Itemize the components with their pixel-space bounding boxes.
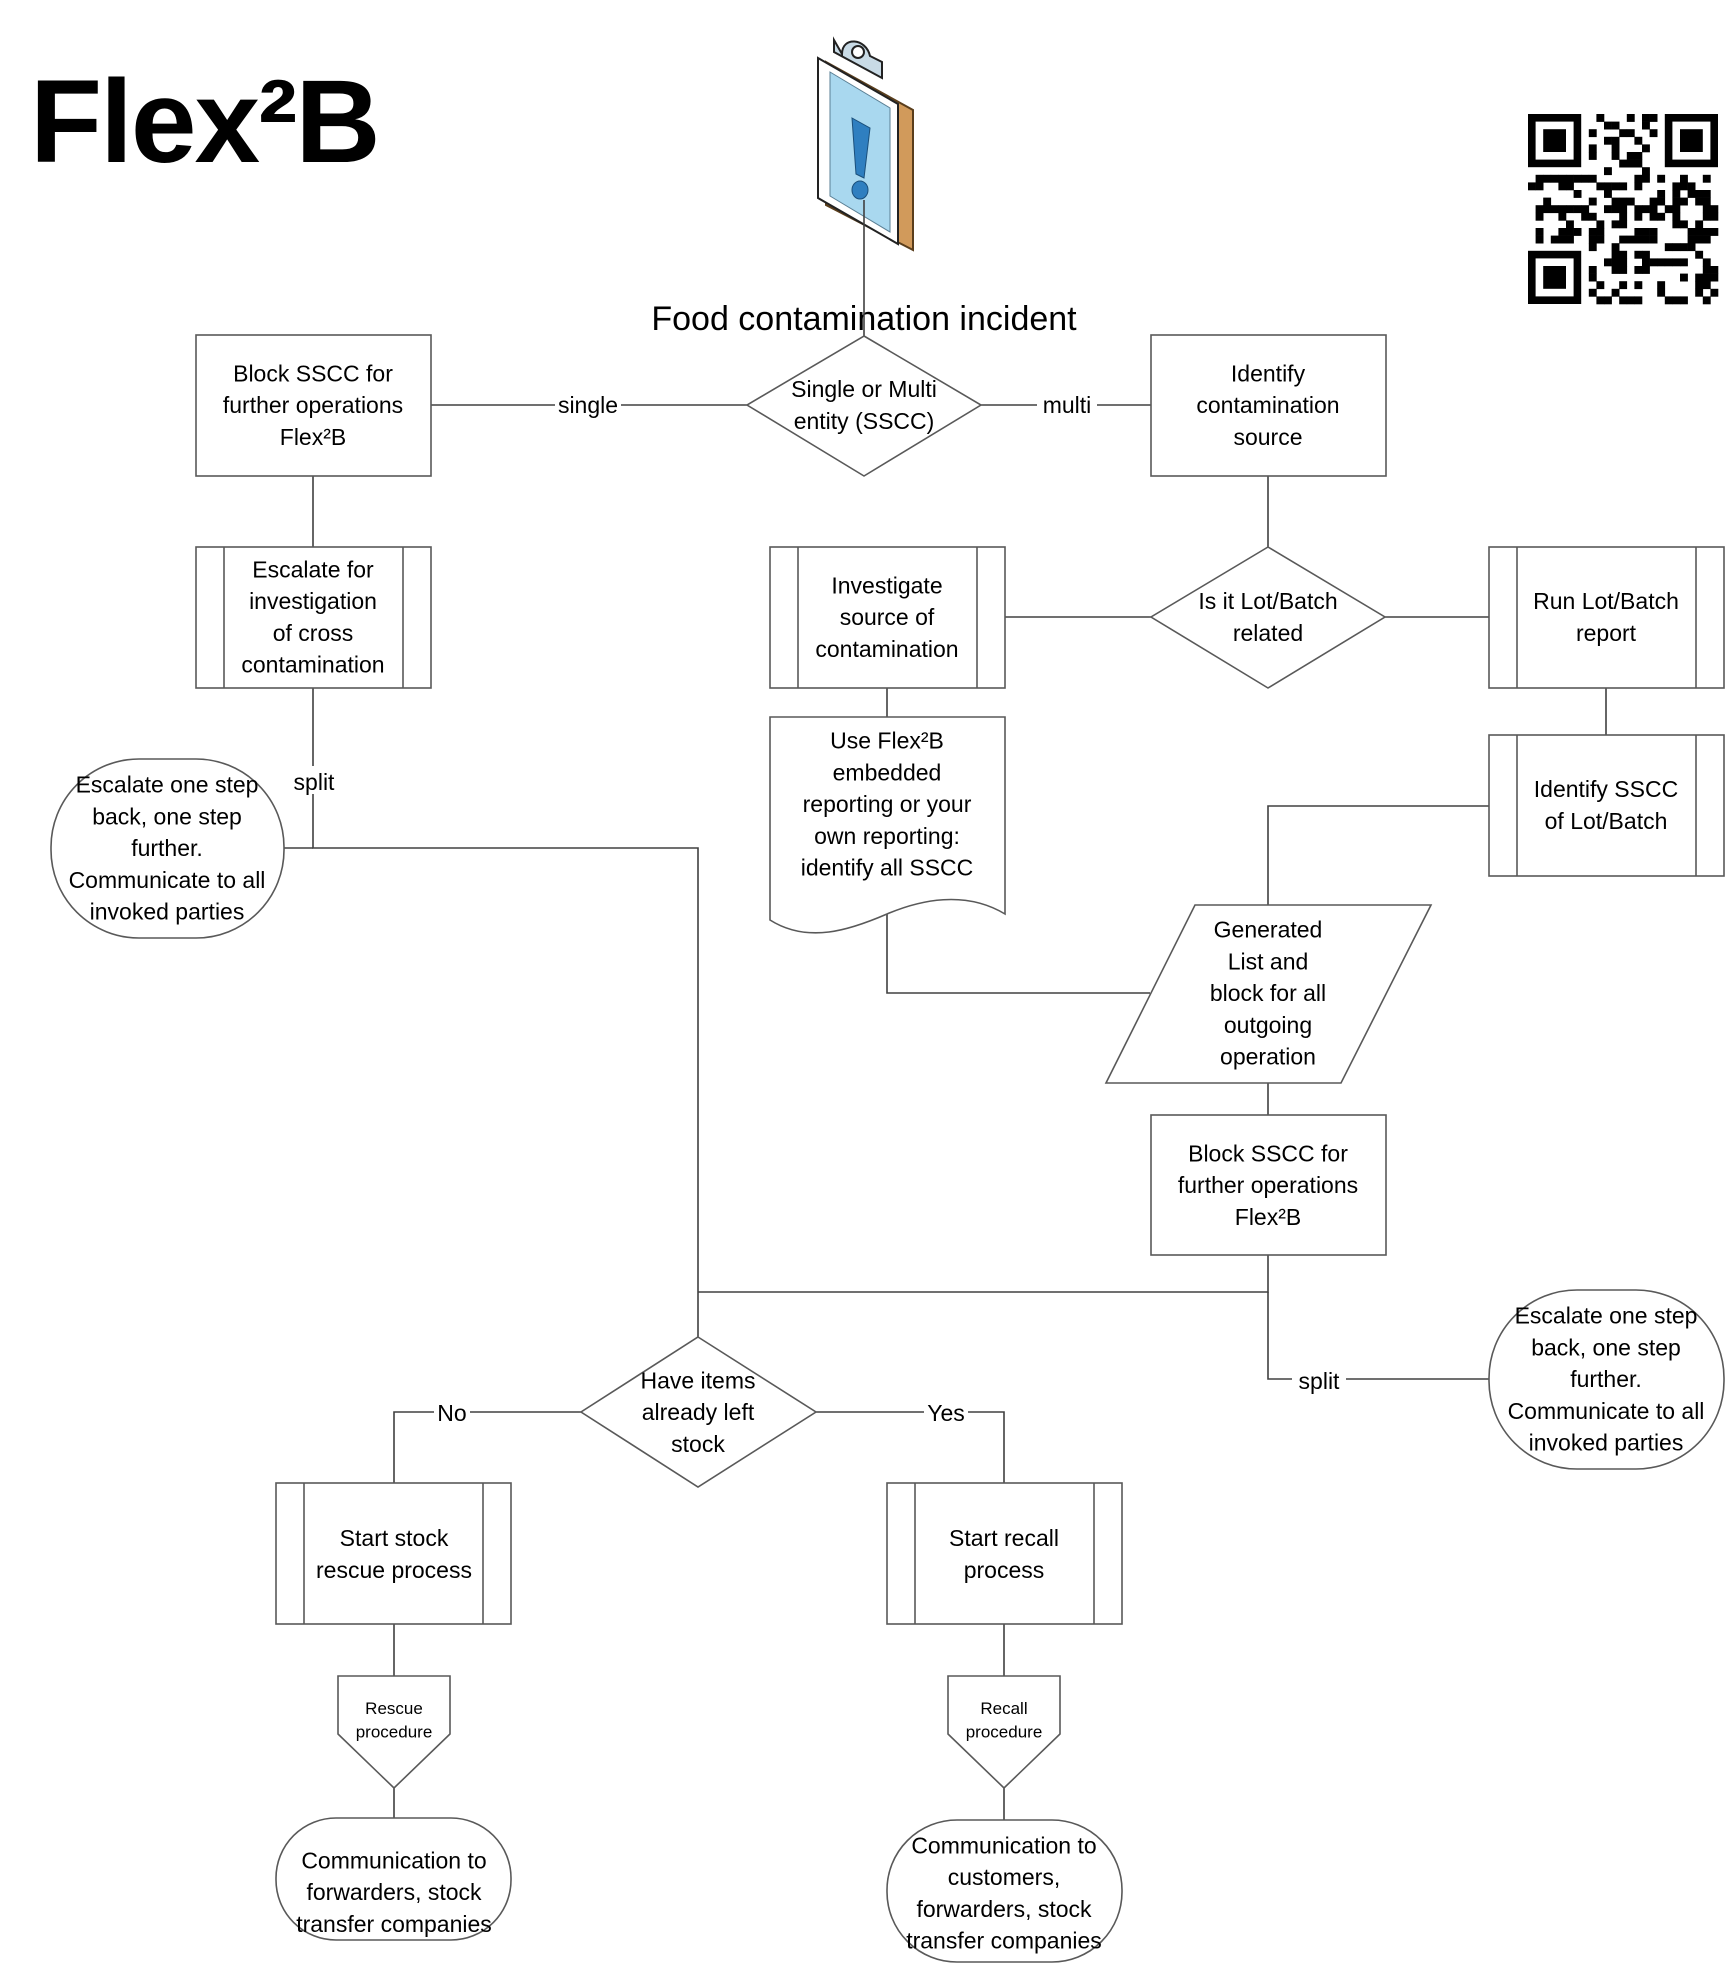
edge-label-split-left: split (294, 769, 336, 795)
edge-label-no: No (437, 1400, 466, 1426)
edge-label-multi: multi (1043, 392, 1092, 418)
clipboard-alert-icon (817, 36, 914, 252)
edge-label-single: single (558, 392, 618, 418)
flex2b-logo: Flex²B (30, 56, 381, 188)
edge-label-split-right: split (1299, 1368, 1341, 1394)
edge-label-yes: Yes (927, 1400, 965, 1426)
logo-text: Flex²B (30, 56, 379, 188)
edge-labels: single multi split split No Yes (287, 390, 1346, 1426)
qr-code-icon (1528, 114, 1719, 305)
